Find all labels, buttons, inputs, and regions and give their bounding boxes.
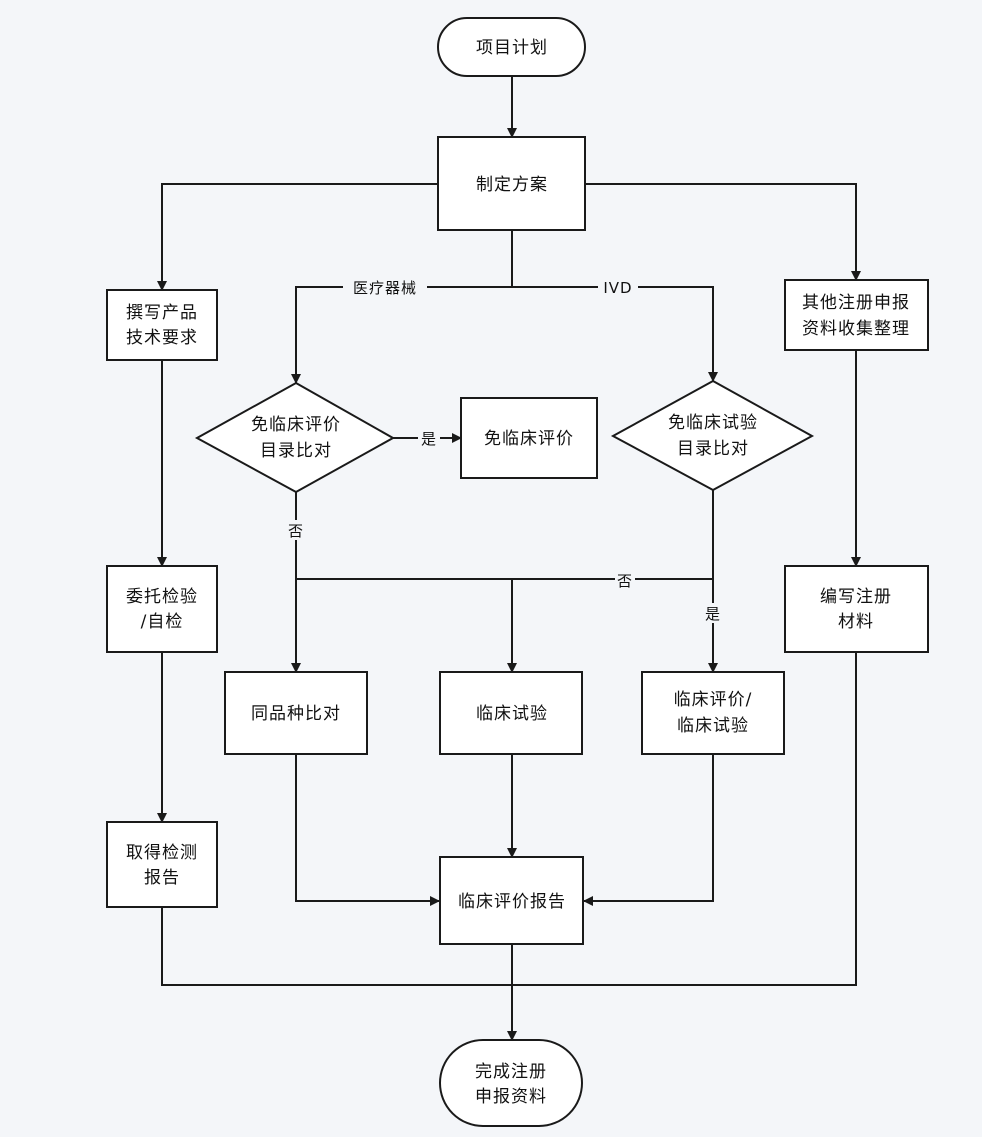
node-clinical-report-label: 临床评价报告: [458, 892, 566, 912]
node-clinical-trial: 临床试验: [439, 671, 583, 755]
node-same-variety-label: 同品种比对: [251, 704, 341, 724]
edge-plan-other: [585, 183, 861, 281]
node-write-materials-line1: 编写注册: [820, 587, 892, 607]
node-test-report: 取得检测 报告: [106, 821, 218, 908]
node-eval-or-trial-line2: 临床试验: [677, 716, 749, 736]
node-other-materials-line2: 资料收集整理: [802, 319, 910, 339]
node-eval-or-trial: 临床评价/ 临床试验: [641, 671, 785, 755]
node-entrust-test-line1: 委托检验: [126, 587, 198, 607]
edge-label-ivd: IVD: [603, 279, 632, 297]
node-start-label: 项目计划: [476, 38, 548, 58]
decision-ivd-catalog: 免临床试验 目录比对: [610, 379, 815, 492]
edges: [157, 76, 861, 1041]
nodes: 项目计划 制定方案 撰写产品 技术要求 委托检验 /自检 取得检测 报告: [106, 17, 929, 1127]
node-same-variety: 同品种比对: [224, 671, 368, 755]
decision-device-catalog-line1: 免临床评价: [251, 415, 341, 435]
edge-label-yes-device: 是: [421, 430, 437, 448]
node-tech-req-line2: 技术要求: [126, 328, 198, 348]
node-finish-line2: 申报资料: [475, 1087, 547, 1107]
edge-plan-techreq: [157, 183, 438, 291]
decision-ivd-catalog-line1: 免临床试验: [668, 413, 758, 433]
edge-same-report: [295, 754, 440, 906]
node-exempt-eval: 免临床评价: [460, 397, 598, 479]
edge-evaltrial-report: [583, 754, 714, 906]
edge-testreport-merge: [161, 907, 512, 986]
node-tech-req: 撰写产品 技术要求: [106, 289, 218, 361]
edge-labels: 医疗器械 IVD 是 否 否 是: [286, 276, 723, 623]
node-clinical-report: 临床评价报告: [439, 856, 584, 945]
decision-device-catalog: 免临床评价 目录比对: [194, 381, 396, 494]
edge-label-yes-ivd: 是: [705, 605, 721, 623]
edge-split-ivd: [512, 286, 718, 382]
node-entrust-test-line2: /自检: [141, 612, 184, 632]
node-clinical-trial-label: 临床试验: [476, 704, 548, 724]
edge-split-device: [291, 286, 512, 384]
edge-label-device: 医疗器械: [353, 279, 417, 297]
decision-ivd-catalog-line2: 目录比对: [677, 439, 749, 459]
node-write-materials-line2: 材料: [838, 612, 874, 632]
node-test-report-line2: 报告: [144, 868, 180, 888]
edge-label-no-device: 否: [288, 522, 304, 540]
node-tech-req-line1: 撰写产品: [126, 303, 198, 323]
node-other-materials: 其他注册申报 资料收集整理: [784, 279, 929, 351]
decision-device-catalog-line2: 目录比对: [260, 441, 332, 461]
node-entrust-test: 委托检验 /自检: [106, 565, 218, 653]
node-plan-label: 制定方案: [476, 175, 548, 195]
node-finish-line1: 完成注册: [475, 1062, 547, 1082]
node-plan: 制定方案: [437, 136, 586, 231]
node-write-materials: 编写注册 材料: [784, 565, 929, 653]
node-start: 项目计划: [437, 17, 586, 77]
node-exempt-eval-label: 免临床评价: [484, 429, 574, 449]
edge-label-no-ivd: 否: [617, 572, 633, 590]
node-other-materials-line1: 其他注册申报: [802, 293, 910, 313]
edge-write-merge: [512, 652, 857, 986]
node-eval-or-trial-line1: 临床评价/: [674, 690, 753, 710]
node-test-report-line1: 取得检测: [126, 843, 198, 863]
node-finish: 完成注册 申报资料: [439, 1039, 583, 1127]
